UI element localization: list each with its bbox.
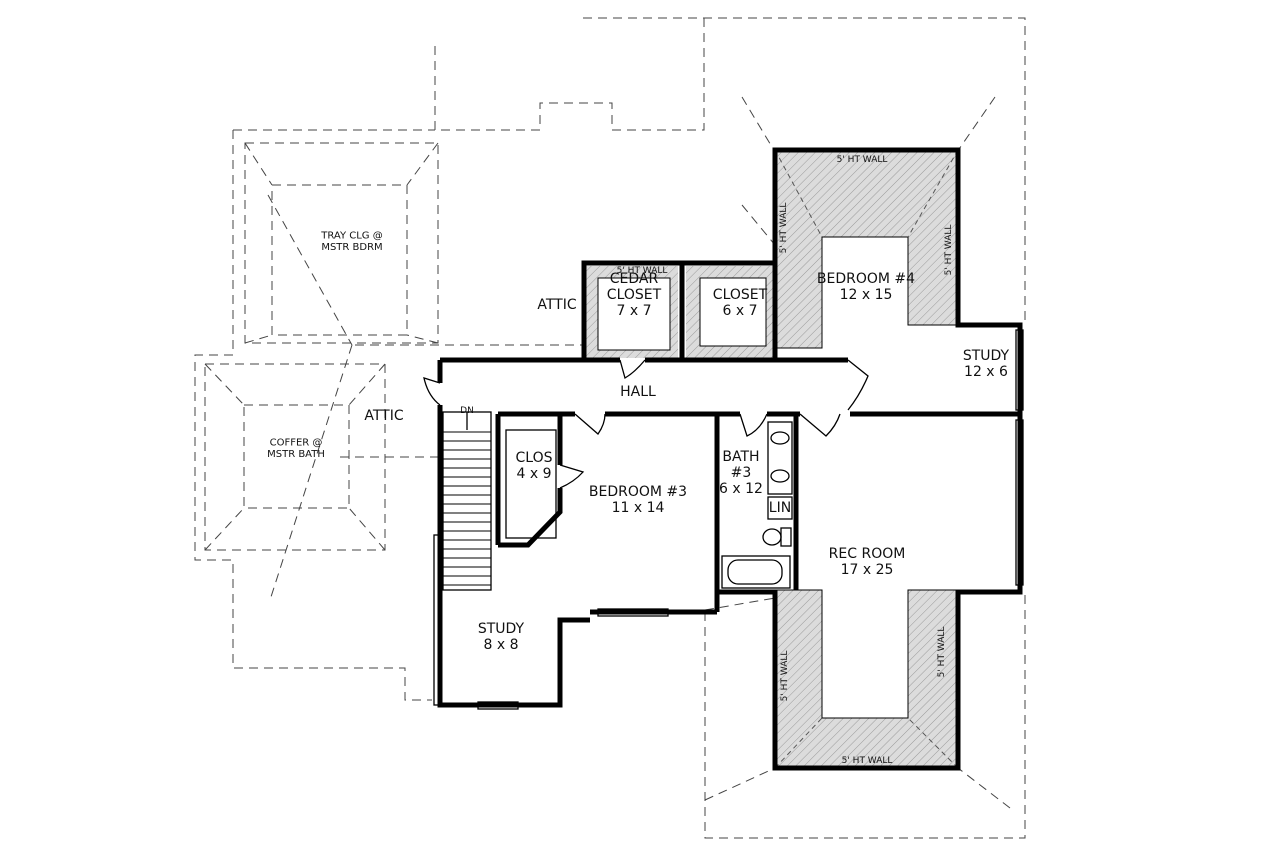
label-dn: DN [460, 406, 474, 416]
note-ht-rec-left: 5' HT WALL [780, 651, 790, 702]
label-coffer: COFFER @MSTR BATH [267, 437, 325, 460]
label-tray-ceiling: TRAY CLG @MSTR BDRM [320, 230, 382, 253]
room-labels: TRAY CLG @MSTR BDRM COFFER @MSTR BATH AT… [267, 230, 1009, 653]
label-lin: LIN [769, 500, 791, 516]
note-ht-left-bed4: 5' HT WALL [779, 203, 789, 254]
note-ht-closets: 5' HT WALL [617, 266, 668, 276]
label-attic-upper: ATTIC [537, 297, 576, 313]
note-ht-top-bed4: 5' HT WALL [837, 155, 888, 165]
fixtures [423, 329, 1024, 710]
low-wall-zones [586, 149, 959, 769]
note-ht-right-bed4: 5' HT WALL [944, 225, 954, 276]
note-ht-rec-right: 5' HT WALL [937, 627, 947, 678]
note-ht-rec-bottom: 5' HT WALL [842, 756, 893, 766]
wall-height-notes: 5' HT WALL 5' HT WALL 5' HT WALL 5' HT W… [617, 155, 954, 766]
label-hall: HALL [620, 384, 656, 400]
label-attic-lower: ATTIC [364, 408, 403, 424]
roof-outline [194, 17, 1026, 839]
